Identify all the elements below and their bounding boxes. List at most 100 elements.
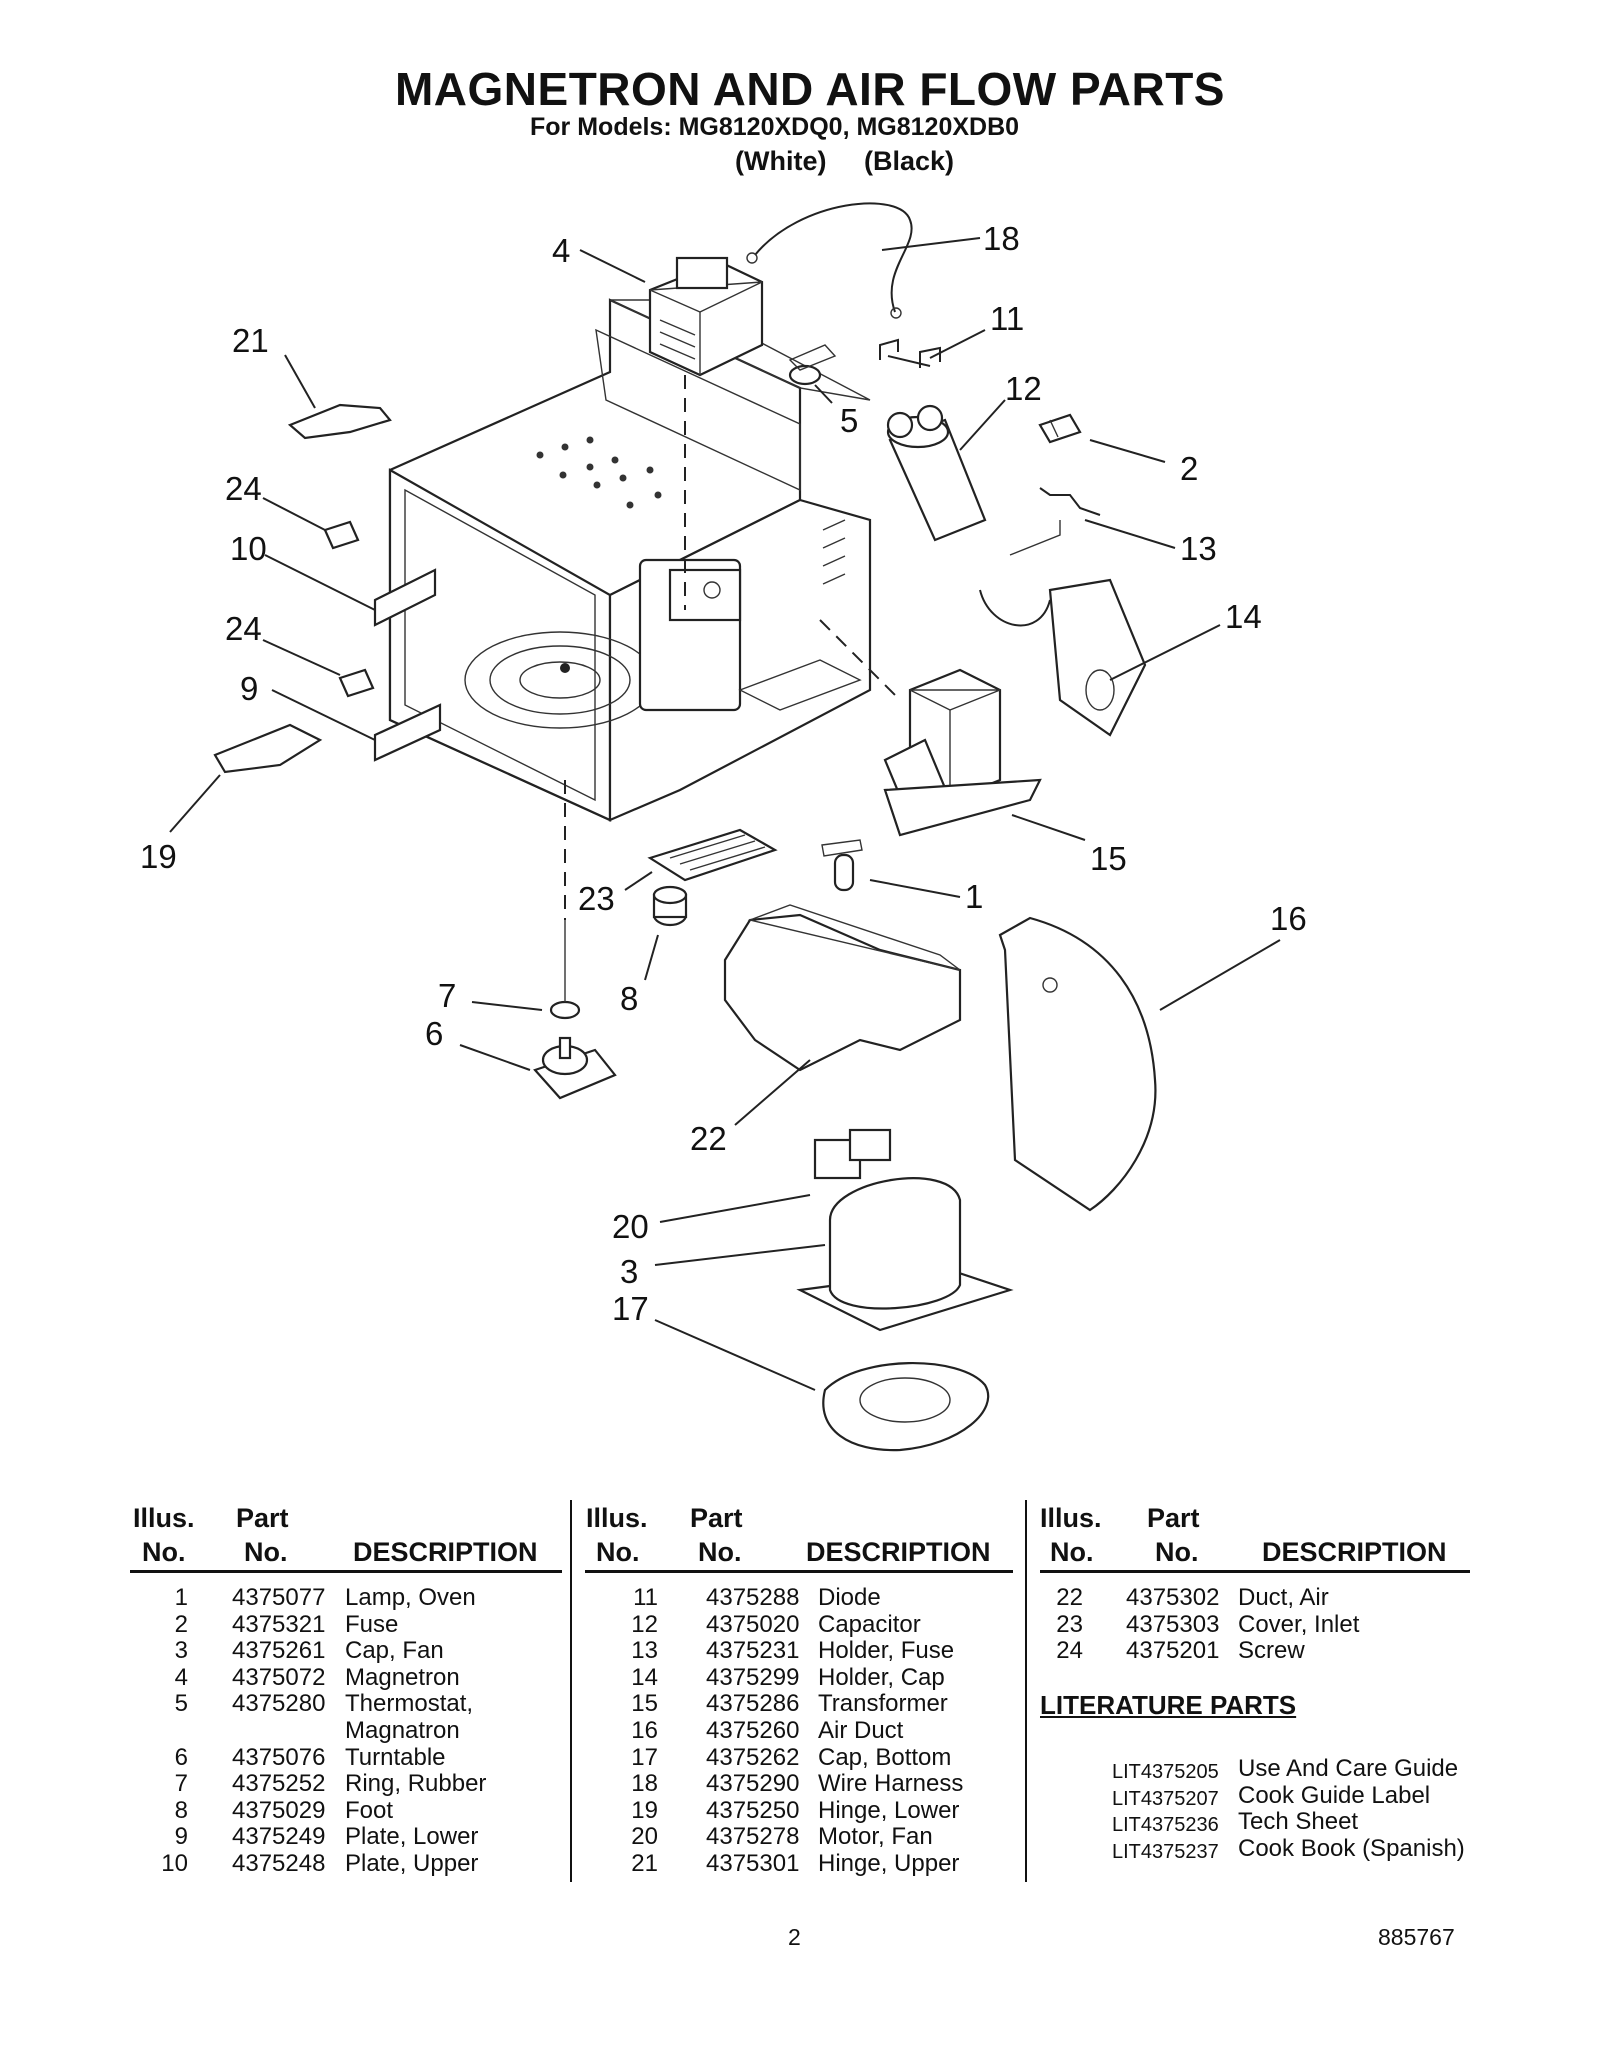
callout-11: 11 xyxy=(990,300,1024,337)
part-number: 4375252 xyxy=(232,1770,326,1798)
literature-code: LIT4375207 xyxy=(1112,1787,1219,1810)
part-description: Cover, Inlet xyxy=(1238,1610,1360,1638)
literature-code: LIT4375237 xyxy=(1112,1840,1219,1863)
part-number: 4375301 xyxy=(706,1850,800,1877)
callout-8: 8 xyxy=(620,980,638,1017)
part-description: Turntable xyxy=(345,1743,446,1771)
header-rule xyxy=(585,1570,1013,1573)
magnetron-part xyxy=(648,256,764,377)
part-number: 4375201 xyxy=(1126,1637,1220,1665)
lower-hinge-part xyxy=(213,723,323,774)
callout-15: 15 xyxy=(1090,840,1127,877)
illus-number: 1 xyxy=(174,1584,188,1611)
page-number: 2 xyxy=(788,1924,801,1950)
literature-code: LIT4375236 xyxy=(1112,1814,1219,1837)
callout-12: 12 xyxy=(1005,370,1042,407)
part-number: 4375302 xyxy=(1126,1584,1220,1611)
page-title: MAGNETRON AND AIR FLOW PARTS xyxy=(394,63,1225,115)
part-number: 4375020 xyxy=(706,1610,800,1638)
illus-number: 3 xyxy=(174,1637,188,1665)
header-rule xyxy=(130,1570,562,1573)
part-number: 4375076 xyxy=(232,1743,326,1771)
header-description: DESCRIPTION xyxy=(353,1537,538,1567)
literature-description: Cook Guide Label xyxy=(1238,1781,1431,1809)
callout-4: 4 xyxy=(552,232,570,269)
illus-number: 13 xyxy=(631,1637,658,1665)
header-illus-no: No. xyxy=(1050,1537,1094,1567)
part-number: 4375303 xyxy=(1126,1610,1220,1638)
column-divider xyxy=(570,1500,572,1882)
air-duct-cover-part xyxy=(998,916,1157,1212)
header-description: DESCRIPTION xyxy=(806,1537,991,1567)
callout-10: 10 xyxy=(230,530,267,567)
illus-number: 20 xyxy=(631,1823,658,1851)
column-divider xyxy=(1025,1500,1027,1882)
leader-lines xyxy=(169,237,1281,1391)
header-illus: Illus. xyxy=(586,1503,648,1533)
wire-harness-part xyxy=(754,202,913,313)
part-description: Screw xyxy=(1238,1637,1305,1665)
part-number: 4375072 xyxy=(232,1663,326,1691)
part-description: Diode xyxy=(818,1584,881,1611)
part-description: Motor, Fan xyxy=(818,1823,933,1851)
inlet-cover-part xyxy=(647,828,778,882)
illus-number: 22 xyxy=(1056,1584,1083,1611)
callout-3: 3 xyxy=(620,1253,638,1290)
part-description: Cap, Fan xyxy=(345,1637,444,1665)
part-description: Plate, Upper xyxy=(345,1850,479,1877)
literature-description: Use And Care Guide xyxy=(1238,1755,1459,1782)
callout-9: 9 xyxy=(240,670,258,707)
bottom-cap-part xyxy=(822,1362,990,1452)
header-rule xyxy=(1040,1570,1470,1573)
part-description: Transformer xyxy=(818,1690,948,1718)
fuse-holder-part xyxy=(1039,487,1101,516)
callout-24-lower: 24 xyxy=(225,610,262,647)
illus-number: 23 xyxy=(1056,1610,1083,1638)
header-part: Part xyxy=(690,1503,743,1533)
foot-part xyxy=(652,885,688,927)
part-number: 4375249 xyxy=(232,1823,326,1851)
illus-number: 18 xyxy=(631,1770,658,1798)
part-description: Thermostat, xyxy=(345,1690,474,1718)
part-description: Hinge, Upper xyxy=(818,1850,960,1877)
illus-number: 11 xyxy=(633,1584,658,1611)
illus-number: 12 xyxy=(631,1610,658,1638)
literature-description: Tech Sheet xyxy=(1238,1808,1359,1836)
model-numbers: For Models: MG8120XDQ0, MG8120XDB0 xyxy=(530,113,1020,141)
exploded-parts-diagram: 4 18 11 5 12 2 13 14 15 1 16 23 8 7 6 22… xyxy=(140,202,1307,1452)
illus-number: 21 xyxy=(631,1850,658,1877)
fan-motor-part xyxy=(796,1128,1014,1332)
part-number: 4375280 xyxy=(232,1690,326,1718)
illus-number: 2 xyxy=(174,1610,188,1638)
rubber-ring-part xyxy=(549,1000,581,1020)
part-number: 4375299 xyxy=(706,1663,800,1691)
header-part-no: No. xyxy=(698,1537,742,1567)
part-description: Ring, Rubber xyxy=(345,1770,487,1798)
illus-number: 17 xyxy=(631,1743,658,1771)
illus-number: 15 xyxy=(631,1690,658,1718)
callout-17: 17 xyxy=(612,1290,649,1327)
part-description: Holder, Fuse xyxy=(818,1637,955,1665)
capacitor-part xyxy=(886,404,987,542)
callout-14: 14 xyxy=(1225,598,1262,635)
upper-hinge-part xyxy=(287,403,392,440)
callout-18: 18 xyxy=(983,220,1020,257)
illus-number: 19 xyxy=(631,1796,658,1824)
cap-holder-part xyxy=(979,520,1147,737)
part-description: Plate, Lower xyxy=(345,1823,479,1851)
thermostat-part xyxy=(788,344,837,386)
callout-24-upper: 24 xyxy=(225,470,262,507)
callout-21: 21 xyxy=(232,322,269,359)
air-duct-part xyxy=(723,904,962,1072)
part-description: Hinge, Lower xyxy=(818,1796,960,1824)
illus-number: 7 xyxy=(174,1770,188,1798)
part-number: 4375288 xyxy=(706,1584,800,1611)
callout-labels: 4 18 11 5 12 2 13 14 15 1 16 23 8 7 6 22… xyxy=(140,220,1307,1327)
header-part: Part xyxy=(236,1503,289,1533)
part-description: Lamp, Oven xyxy=(345,1584,476,1611)
header-illus-no: No. xyxy=(596,1537,640,1567)
callout-22: 22 xyxy=(690,1120,727,1157)
part-number: 4375321 xyxy=(232,1610,326,1638)
part-description: Magnetron xyxy=(345,1663,460,1691)
callout-16: 16 xyxy=(1270,900,1307,937)
